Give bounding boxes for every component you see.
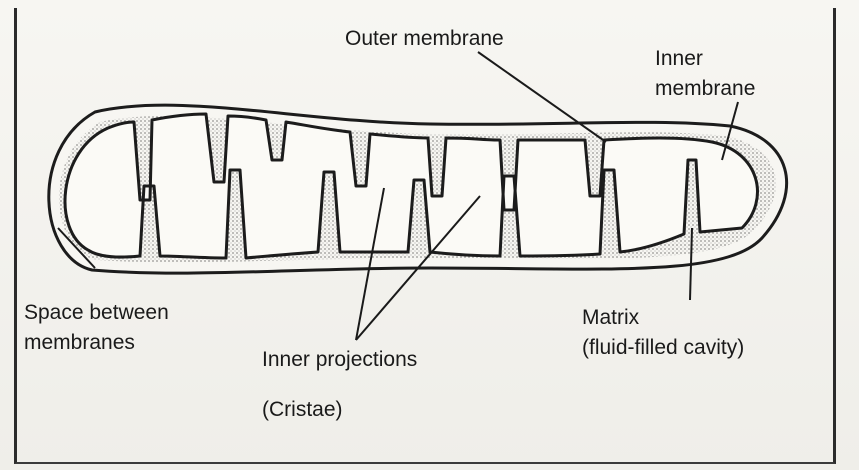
matrix-label-line1: Matrix	[582, 305, 639, 330]
matrix-label-line2: (fluid-filled cavity)	[582, 335, 744, 360]
inner-projections-label: Inner projections	[262, 347, 417, 372]
inner-membrane-label-line2: membrane	[655, 76, 755, 101]
cristae-label: (Cristae)	[262, 397, 343, 422]
space-between-label-line2: membranes	[24, 330, 135, 355]
space-between-label-line1: Space between	[24, 300, 169, 325]
inner-membrane-label-line1: Inner	[655, 46, 703, 71]
outer-membrane-label: Outer membrane	[345, 26, 504, 51]
